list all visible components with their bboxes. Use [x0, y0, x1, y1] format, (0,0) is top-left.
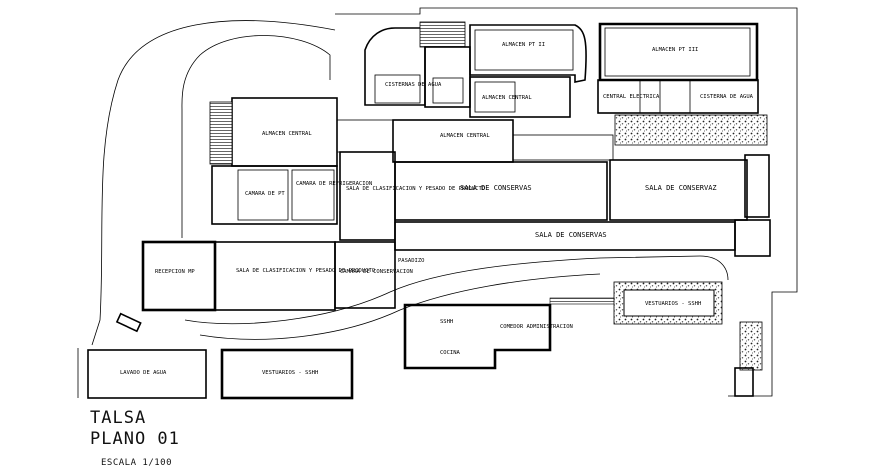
label-sala-clasificacion-2: SALA DE CLASIFICACION Y PESADO DE PRODUC…: [236, 268, 375, 274]
label-camara-pt: CAMARA DE PT: [245, 191, 285, 197]
building-almacen-central-top: [469, 76, 571, 118]
building-service-strip: [597, 79, 759, 114]
scale-label: ESCALA 1/100: [101, 458, 173, 468]
label-recepcion: RECEPCION MP: [155, 269, 195, 275]
walkway: [549, 297, 617, 305]
building-almacen-pt-ii: [469, 24, 587, 83]
site-boundary: [335, 7, 798, 397]
entry-road-outer: [91, 20, 336, 346]
sheet-title: PLANO 01: [90, 429, 180, 449]
ramp-left: [209, 101, 233, 165]
guard-room: [734, 367, 754, 397]
label-almacen-central-a: ALMACEN CENTRAL: [482, 95, 532, 101]
label-pasadizo: PASADIZO: [398, 258, 425, 264]
label-sshh: SSHH: [440, 319, 453, 325]
room-vestuarios-b: [623, 289, 715, 317]
label-almacen-central-b: ALMACEN CENTRAL: [262, 131, 312, 137]
corridor-mid: [336, 119, 394, 153]
building-camara-conservacion: [334, 241, 396, 309]
project-title: TALSA: [90, 408, 147, 428]
label-sala-conservas-1: SALA DE CONSERVAS: [460, 184, 532, 192]
building-sala-conservas-1: [394, 161, 608, 221]
label-sala-conservas-3: SALA DE CONSERVAS: [535, 231, 607, 239]
room-camara-pt: [237, 169, 289, 221]
label-sala-conservas-2: SALA DE CONSERVAZ: [645, 184, 717, 192]
label-almacen-pt-ii: ALMACEN PT II: [502, 42, 545, 48]
label-camara-conservacion: CAMARA DE CONSERVACION: [340, 269, 413, 275]
building-vestuarios-a: [220, 348, 354, 400]
building-cisternas: [364, 27, 426, 106]
room-cisternas: [374, 74, 421, 104]
label-almacen-central-c: ALMACEN CENTRAL: [440, 133, 490, 139]
entry-road-inner: [181, 35, 331, 238]
stair-block-top: [419, 21, 466, 48]
room-almacen-pt-iii: [604, 27, 751, 77]
label-sala-clasificacion: SALA DE CLASIFICACION Y PESADO DE PRODUC…: [346, 186, 485, 192]
label-vestuarios-b: VESTUARIOS - SSHH: [645, 301, 701, 307]
building-almacen-central-mid: [392, 119, 514, 163]
truck-icon: [115, 312, 142, 333]
label-vestuarios-a: VESTUARIOS - SSHH: [262, 370, 318, 376]
building-recepcion: [141, 240, 217, 312]
building-camaras: [211, 165, 338, 225]
label-central-electrica: CENTRAL ELECTRICA: [603, 94, 660, 100]
label-cisterna-right: CISTERNA DE AGUA: [700, 94, 754, 100]
label-cisternas: CISTERNAS DE AGUA: [385, 82, 442, 88]
room-small-b: [432, 77, 464, 104]
building-clasificacion-upper: [339, 151, 396, 241]
building-east-block: [734, 219, 771, 257]
label-refrigeracion: CAMARA DE REFRIGERACION: [296, 181, 372, 187]
building-lavado-agua: [87, 349, 207, 399]
service-rooms-mid: [512, 134, 614, 161]
label-cocina: COCINA: [440, 350, 461, 356]
label-lavado-agua: LAVADO DE AGUA: [120, 370, 167, 376]
building-comedor: [403, 303, 552, 370]
gravel-strip: [614, 114, 768, 146]
guard-post: [739, 321, 763, 371]
building-sala-conservas-2: [609, 159, 748, 221]
room-almacen-central-top: [474, 81, 516, 113]
room-refrigeracion: [291, 169, 335, 221]
access-road: [184, 255, 729, 325]
access-road-inner: [199, 273, 601, 340]
building-clasificacion-lower: [214, 241, 336, 311]
label-almacen-pt-iii: ALMACEN PT III: [652, 47, 698, 53]
room-almacen-pt-ii: [474, 29, 574, 71]
building-east-annex: [744, 154, 770, 218]
label-comedor: COMEDOR ADMINISTRACION: [500, 324, 573, 330]
